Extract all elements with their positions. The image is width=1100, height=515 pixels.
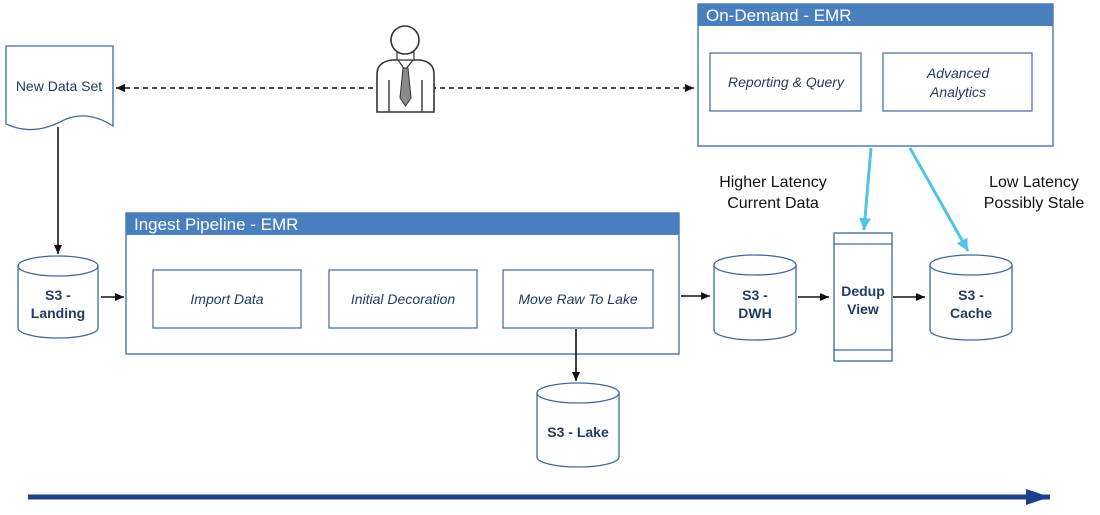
dedup-view-node: Dedup View <box>833 232 893 362</box>
initial-decoration-box <box>328 269 478 329</box>
move-raw-to-lake-box <box>502 269 654 329</box>
advanced-analytics-line2: Analytics <box>929 84 986 100</box>
s3-dwh-line1: S3 - <box>742 287 768 303</box>
higher-latency-note-line1: Higher Latency <box>719 174 827 191</box>
ingest-pipeline-title: Ingest Pipeline - EMR <box>134 215 298 234</box>
advanced-analytics-box <box>882 52 1033 112</box>
s3-lake-label: S3 - Lake <box>547 424 609 440</box>
s3-lake-store: S3 - Lake <box>536 382 620 468</box>
s3-landing-line1: S3 - <box>45 287 71 303</box>
import-data-label: Import Data <box>190 291 263 307</box>
s3-dwh-line2: DWH <box>738 305 771 321</box>
higher-latency-note-line2: Current Data <box>727 195 819 212</box>
advanced-analytics-line1: Advanced <box>926 65 990 81</box>
reporting-query-box <box>709 52 862 112</box>
on-demand-title: On-Demand - EMR <box>706 6 851 25</box>
import-data-box <box>152 269 302 329</box>
s3-cache-line2: Cache <box>950 305 992 321</box>
new-data-set-label: New Data Set <box>16 78 102 94</box>
s3-landing-store: S3 - Landing <box>17 255 99 339</box>
initial-decoration-label: Initial Decoration <box>351 291 455 307</box>
dedup-view-line1: Dedup <box>841 283 885 299</box>
s3-landing-line2: Landing <box>31 305 85 321</box>
s3-cache-store: S3 - Cache <box>929 254 1013 341</box>
reporting-query-label: Reporting & Query <box>728 74 845 90</box>
low-latency-note-line2: Possibly Stale <box>984 195 1085 212</box>
new-data-set-node: New Data Set <box>5 45 114 131</box>
move-raw-to-lake-label: Move Raw To Lake <box>518 291 638 307</box>
dedup-view-line2: View <box>847 301 879 317</box>
user-icon <box>376 25 435 113</box>
ingest-pipeline-container: Ingest Pipeline - EMR Import Data Initia… <box>125 212 680 355</box>
low-latency-note-line1: Low Latency <box>989 174 1079 191</box>
s3-cache-line1: S3 - <box>958 287 984 303</box>
blue-arrow-to-cache <box>908 147 970 252</box>
s3-dwh-store: S3 - DWH <box>713 254 797 341</box>
on-demand-emr-container: On-Demand - EMR Reporting & Query Advanc… <box>697 3 1054 147</box>
blue-arrow-to-dedup <box>859 147 873 231</box>
